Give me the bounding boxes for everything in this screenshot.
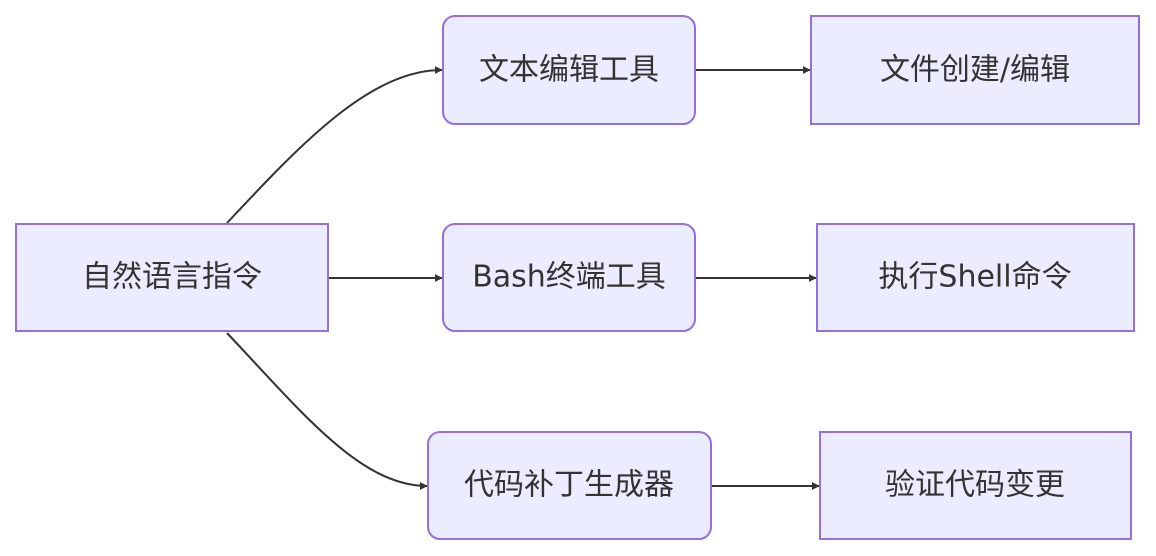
node-box xyxy=(427,431,712,540)
node-natural-language-instruction[interactable]: 自然语言指令 xyxy=(15,223,329,332)
node-verify-code-change[interactable]: 验证代码变更 xyxy=(819,431,1132,540)
node-label: 自然语言指令 xyxy=(82,260,262,295)
edges xyxy=(226,66,820,490)
node-label: 代码补丁生成器 xyxy=(464,468,674,503)
node-box xyxy=(816,223,1135,332)
node-execute-shell-command[interactable]: 执行Shell命令 xyxy=(816,223,1135,332)
node-box xyxy=(442,15,696,125)
node-label: 文件创建/编辑 xyxy=(880,53,1070,88)
node-box xyxy=(15,223,329,332)
node-bash-terminal-tool[interactable]: Bash终端工具 xyxy=(442,223,696,332)
node-label: 验证代码变更 xyxy=(885,468,1065,503)
node-label: 执行Shell命令 xyxy=(878,260,1071,295)
node-label: Bash终端工具 xyxy=(472,260,666,295)
edge-nl-to-text-tool xyxy=(226,66,443,224)
edge-nl-to-patch-tool xyxy=(226,332,428,490)
node-text-editor-tool[interactable]: 文本编辑工具 xyxy=(442,15,696,125)
node-box xyxy=(810,15,1140,125)
node-code-patch-generator[interactable]: 代码补丁生成器 xyxy=(427,431,712,540)
node-file-create-edit[interactable]: 文件创建/编辑 xyxy=(810,15,1140,125)
node-label: 文本编辑工具 xyxy=(479,53,659,88)
node-box xyxy=(819,431,1132,540)
node-box xyxy=(442,223,696,332)
